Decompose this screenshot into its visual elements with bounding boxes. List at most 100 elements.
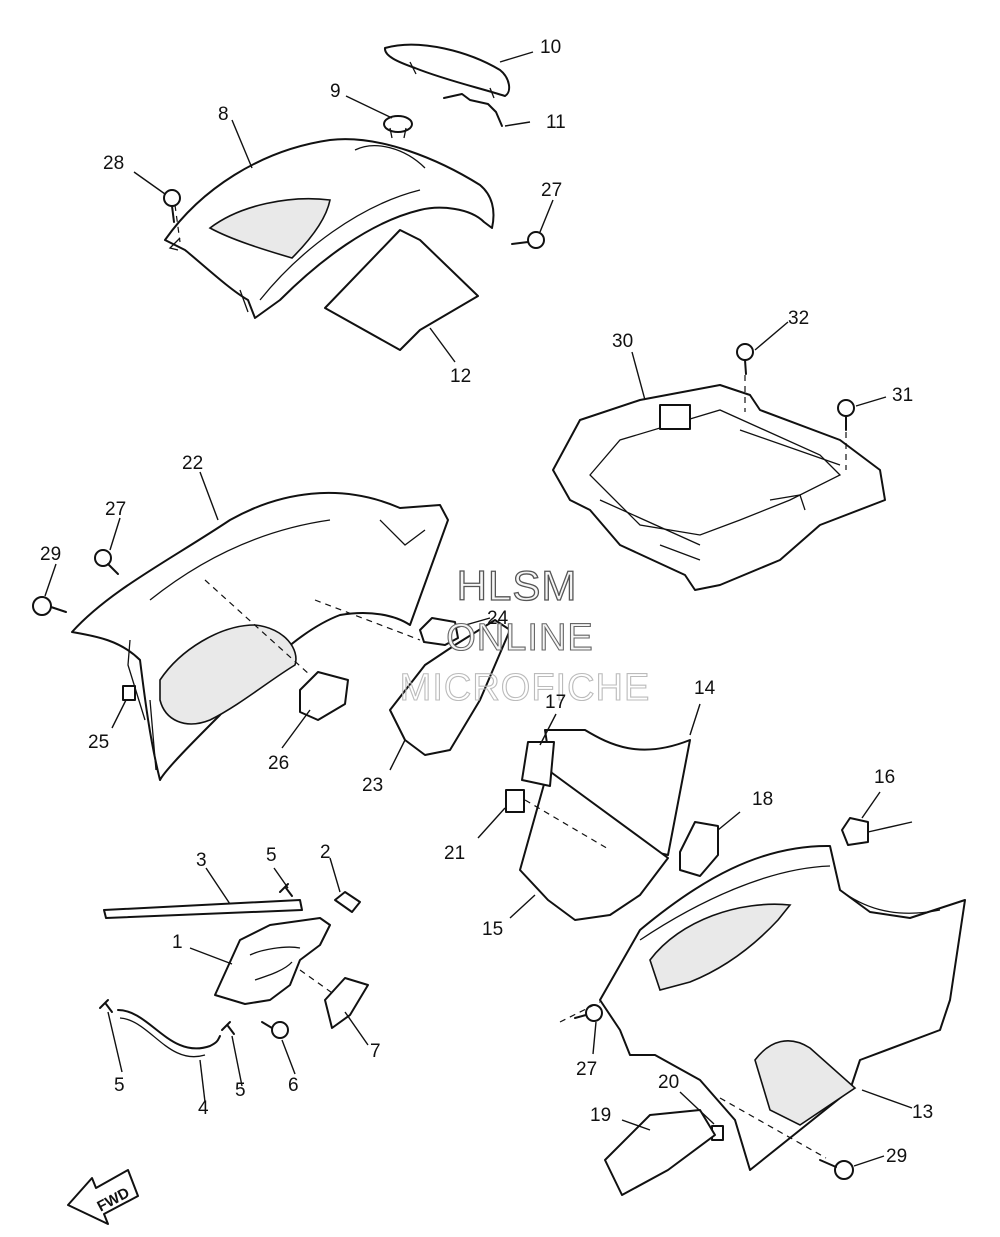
part-15-sheet (519, 769, 669, 921)
part-18-block (679, 821, 719, 877)
part-19-sheet (604, 1109, 716, 1196)
part-13-rib (639, 865, 941, 941)
fwd-arrow: FWD (67, 1169, 139, 1225)
part-4-hose-inner (119, 1017, 206, 1058)
front-cover-assembly (163, 43, 545, 351)
part-6-bolt (261, 1021, 289, 1039)
right-cover-leaders (559, 1001, 913, 1167)
callout-27-left: 27 (105, 499, 126, 520)
callout-27-right: 27 (576, 1059, 597, 1080)
callout-11: 11 (546, 112, 566, 133)
part-10-lid (384, 43, 511, 97)
part-27-screw-top (511, 231, 545, 249)
callout-4: 4 (198, 1098, 209, 1119)
part-3-rod (103, 899, 303, 919)
part-9-stem (389, 127, 407, 139)
callout-21: 21 (444, 843, 465, 864)
callout-8: 8 (218, 104, 229, 125)
left-cover-leaders (44, 471, 491, 771)
callout-20: 20 (658, 1072, 679, 1093)
callout-7: 7 (370, 1041, 381, 1062)
callout-9: 9 (330, 81, 341, 102)
callout-19: 19 (590, 1105, 611, 1126)
callout-17: 17 (545, 692, 566, 713)
callout-26: 26 (268, 753, 289, 774)
right-side-cover (574, 844, 966, 1196)
callout-5-top: 5 (266, 845, 277, 866)
center-sheets (505, 729, 869, 921)
part-22-rib (149, 519, 426, 601)
part-1-detail (249, 946, 301, 981)
part-27-screw-left (94, 549, 119, 575)
part-29-bolt-left (32, 596, 67, 616)
part-9-grommet (383, 115, 413, 133)
callout-24: 24 (487, 608, 509, 629)
part-10-tab (409, 61, 495, 99)
callout-6: 6 (288, 1075, 299, 1096)
part-8-cover (164, 138, 495, 319)
part-4-hose (117, 1009, 221, 1050)
callout-30: 30 (612, 331, 633, 352)
callout-1: 1 (172, 932, 183, 953)
callout-15: 15 (482, 919, 503, 940)
part-29-bolt-right (819, 1159, 854, 1180)
part-24-damper (419, 617, 459, 646)
top-leaders (133, 51, 554, 363)
part-31-screw (837, 399, 855, 431)
part-32-clip (736, 343, 754, 375)
callout-2: 2 (320, 842, 331, 863)
callout-29-right: 29 (886, 1146, 907, 1167)
frame-assembly (552, 343, 886, 591)
part-13-lower-pocket (754, 1040, 857, 1126)
part-30-rail (599, 429, 841, 561)
part-8-edge (168, 237, 249, 313)
reservoir-assembly (99, 883, 369, 1058)
callout-13: 13 (912, 1102, 933, 1123)
part-22-lower (127, 639, 157, 771)
callout-31: 31 (892, 385, 913, 406)
watermark-line-2: ONLINE (446, 617, 593, 659)
callout-12: 12 (450, 366, 471, 387)
part-21-block (505, 789, 525, 813)
callout-3: 3 (196, 850, 207, 871)
part-8-rib (259, 145, 426, 301)
part-30-tab (659, 404, 691, 430)
callout-23: 23 (362, 775, 383, 796)
watermark-line-1: HLSM (457, 562, 578, 609)
left-side-cover (32, 491, 511, 781)
callout-5-left: 5 (114, 1075, 125, 1096)
part-11-bracket (443, 93, 503, 127)
callout-22: 22 (182, 453, 203, 474)
part-1-tank (214, 917, 331, 1005)
watermark-line-3: MICROFICHE (400, 667, 651, 709)
center-leaders (477, 703, 913, 919)
part-30-frame (552, 384, 886, 591)
part-12-pad (324, 229, 479, 351)
part-25-clip (122, 685, 136, 701)
callout-32: 32 (788, 308, 809, 329)
reservoir-leaders (107, 857, 369, 1103)
callout-10: 10 (540, 37, 561, 58)
part-22-pocket (159, 624, 297, 725)
part-2-cap (334, 891, 361, 913)
part-28-screw (163, 189, 181, 223)
callout-18: 18 (752, 789, 773, 810)
callout-29-left: 29 (40, 544, 61, 565)
callout-5-right: 5 (235, 1080, 246, 1101)
part-13-pocket (649, 903, 792, 991)
part-26-pad (299, 671, 349, 721)
callout-28: 28 (103, 153, 124, 174)
callout-14: 14 (694, 678, 716, 699)
part-27-screw-right (574, 1004, 603, 1022)
frame-leaders (631, 321, 887, 470)
part-17-strip (521, 741, 555, 787)
part-16-block (841, 817, 869, 846)
callout-27-top: 27 (541, 180, 562, 201)
part-23-sheet (389, 619, 511, 756)
callout-16: 16 (874, 767, 895, 788)
callout-25: 25 (88, 732, 109, 753)
callout-numbers: 10 9 11 8 28 27 12 32 30 31 22 27 29 24 … (40, 37, 933, 1167)
part-8-inner (208, 197, 331, 259)
part-7-pad (324, 977, 369, 1029)
